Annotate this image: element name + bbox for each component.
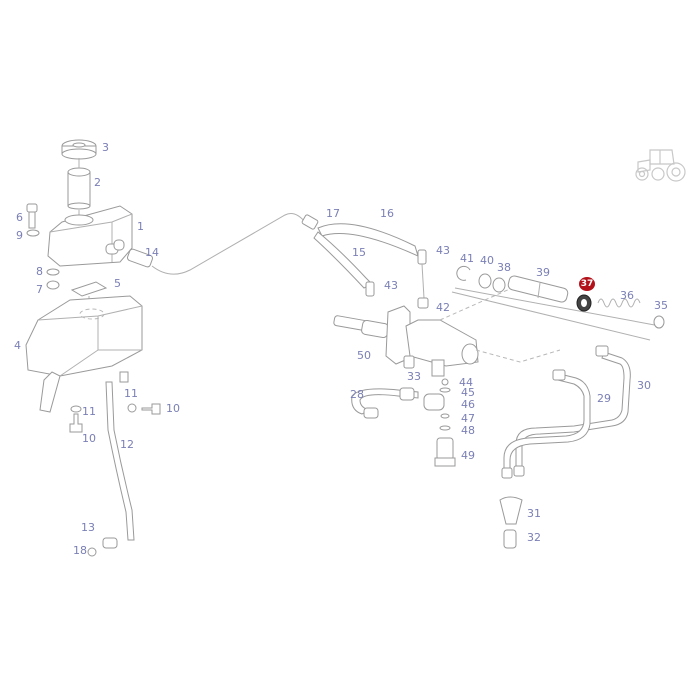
bolt-33-part[interactable] [403,355,415,369]
washer-11-part[interactable] [127,403,137,413]
clip-13-part[interactable] [102,537,118,549]
part-label-17[interactable]: 17 [326,207,340,220]
reservoir-part[interactable] [47,205,133,267]
highlighted-part-badge-37[interactable]: 37 [579,277,595,291]
part-label-40[interactable]: 40 [480,254,494,267]
bolt-10-lower-part[interactable] [69,413,83,433]
part-label-43[interactable]: 43 [436,244,450,257]
part-label-11[interactable]: 11 [82,405,96,418]
part-label-10[interactable]: 10 [166,402,180,415]
part-label-33[interactable]: 33 [407,370,421,383]
part-label-38[interactable]: 38 [497,261,511,274]
part-label-8[interactable]: 8 [36,265,43,278]
part-label-10[interactable]: 10 [82,432,96,445]
washer-8-part[interactable] [46,268,60,276]
part-label-7[interactable]: 7 [36,283,43,296]
part-label-35[interactable]: 35 [654,299,668,312]
filter-part[interactable] [67,167,91,210]
part-label-42[interactable]: 42 [436,301,450,314]
reservoir-cap-part[interactable] [61,139,97,160]
piston-39-part[interactable] [507,275,569,303]
part-label-29[interactable]: 29 [597,392,611,405]
washer-35-part[interactable] [653,315,665,329]
part-label-47[interactable]: 47 [461,412,475,425]
banjo-43-lower-part[interactable] [365,281,375,297]
bolt-10-part[interactable] [141,403,161,415]
hose-14-part[interactable] [127,248,154,268]
gasket-5-part[interactable] [70,281,108,297]
part-label-50[interactable]: 50 [357,349,371,362]
connector-17-part[interactable] [301,214,319,230]
part-label-9[interactable]: 9 [16,229,23,242]
part-label-11[interactable]: 11 [124,387,138,400]
part-label-46[interactable]: 46 [461,398,475,411]
master-cylinder-part[interactable] [333,305,479,377]
banjo-46-part[interactable] [423,393,445,411]
pedal-bracket-part[interactable] [25,295,143,413]
seal-42-part[interactable] [417,297,429,309]
part-label-13[interactable]: 13 [81,521,95,534]
part-label-30[interactable]: 30 [637,379,651,392]
part-label-3[interactable]: 3 [102,141,109,154]
hose-15-part[interactable] [313,231,373,289]
part-label-4[interactable]: 4 [14,339,21,352]
part-label-43[interactable]: 43 [384,279,398,292]
tractor-icon [635,149,686,182]
part-label-44[interactable]: 44 [459,376,473,389]
part-label-5[interactable]: 5 [114,277,121,290]
part-label-1[interactable]: 1 [137,220,144,233]
pipe-30-part[interactable] [515,351,631,471]
circlip-41-part[interactable] [456,265,471,281]
pin-18-part[interactable] [87,547,97,557]
spring-36-part[interactable] [597,298,641,308]
part-label-14[interactable]: 14 [145,246,159,259]
part-label-6[interactable]: 6 [16,211,23,224]
part-label-39[interactable]: 39 [536,266,550,279]
part-label-15[interactable]: 15 [352,246,366,259]
part-label-16[interactable]: 16 [380,207,394,220]
boot-31-part[interactable] [499,496,523,525]
pedal-arm-part[interactable] [105,381,135,541]
part-label-49[interactable]: 49 [461,449,475,462]
part-label-18[interactable]: 18 [73,544,87,557]
union-49-part[interactable] [434,437,456,467]
part-label-45[interactable]: 45 [461,386,475,399]
part-label-41[interactable]: 41 [460,252,474,265]
part-label-2[interactable]: 2 [94,176,101,189]
fitting-32-part[interactable] [503,529,517,549]
part-label-36[interactable]: 36 [620,289,634,302]
part-label-12[interactable]: 12 [120,438,134,451]
bolt-6-part[interactable] [26,203,38,229]
washer-40-part[interactable] [478,273,492,289]
part-label-32[interactable]: 32 [527,531,541,544]
nut-7-part[interactable] [46,280,60,290]
part-label-48[interactable]: 48 [461,424,475,437]
seal-38-part[interactable] [492,277,506,293]
part-label-31[interactable]: 31 [527,507,541,520]
washer-9-part[interactable] [26,229,40,237]
ball-44-part[interactable] [441,378,449,386]
part-label-28[interactable]: 28 [350,388,364,401]
banjo-43-upper-part[interactable] [417,249,427,265]
